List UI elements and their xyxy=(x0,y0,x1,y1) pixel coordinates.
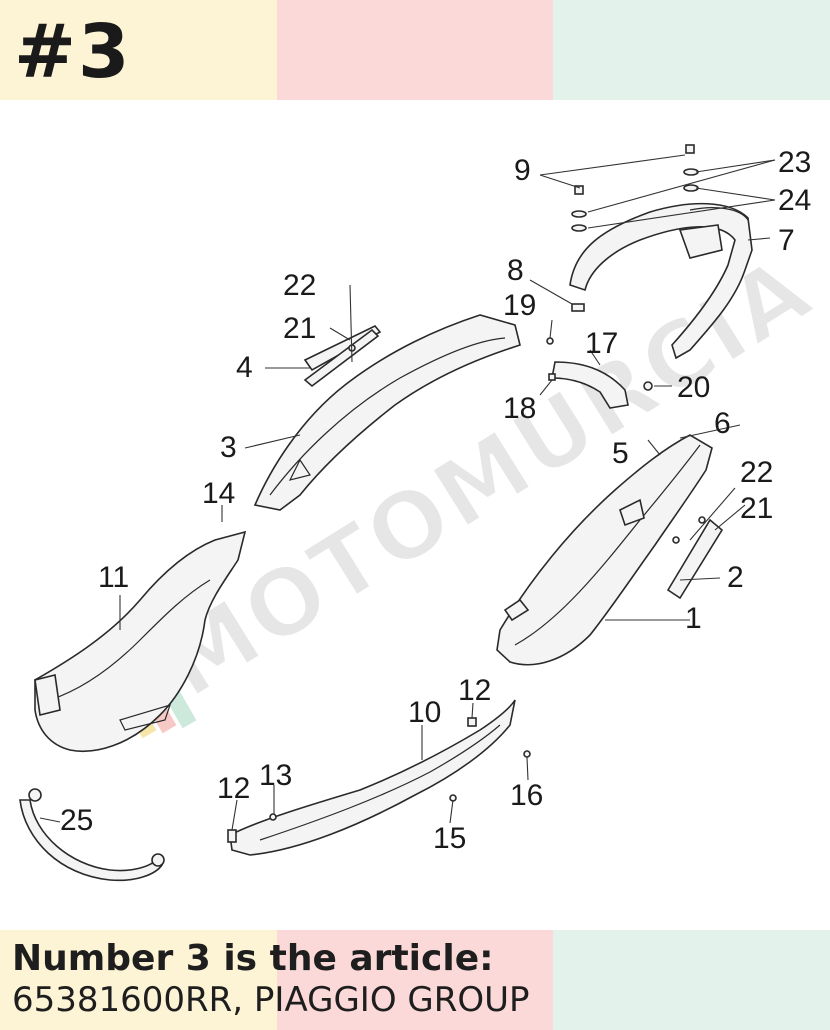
callout-8: 8 xyxy=(507,254,524,287)
callout-22-right: 22 xyxy=(740,456,773,489)
callout-10: 10 xyxy=(408,696,441,729)
callout-17: 17 xyxy=(585,327,618,360)
callout-24: 24 xyxy=(778,184,811,217)
callout-18: 18 xyxy=(503,392,536,425)
callout-7: 7 xyxy=(778,224,795,257)
callout-4: 4 xyxy=(236,351,253,384)
callout-2: 2 xyxy=(727,561,744,594)
callout-1: 1 xyxy=(685,602,702,635)
part-11-front-cover xyxy=(34,530,247,753)
exploded-parts-diagram: MOTOMURCIA xyxy=(19,144,830,882)
footer-band xyxy=(0,930,830,1030)
part-2-trim-strip xyxy=(666,516,724,600)
callout-16: 16 xyxy=(510,779,543,812)
callout-21-right: 21 xyxy=(740,492,773,525)
callout-9: 9 xyxy=(514,154,531,187)
watermark-text: MOTOMURCIA xyxy=(145,235,830,718)
header-band xyxy=(0,0,830,100)
callout-3: 3 xyxy=(220,431,237,464)
part-25-curved-trim xyxy=(19,788,165,882)
part-number-title: #3 xyxy=(14,9,132,95)
callout-15: 15 xyxy=(433,822,466,855)
part-10-floor-panel xyxy=(227,699,531,856)
part-7-grab-rail xyxy=(569,202,753,360)
part-1-rear-panel xyxy=(496,434,713,666)
callout-25: 25 xyxy=(60,804,93,837)
callout-13: 13 xyxy=(259,759,292,792)
callout-labels: 9 23 24 7 8 19 17 20 18 22 21 4 3 14 11 … xyxy=(60,146,811,855)
callout-12-right: 12 xyxy=(458,674,491,707)
callout-6: 6 xyxy=(714,407,731,440)
article-number: 65381600RR, PIAGGIO GROUP xyxy=(12,980,530,1020)
callout-12-left: 12 xyxy=(217,772,250,805)
callout-14: 14 xyxy=(202,477,235,510)
callout-19: 19 xyxy=(503,289,536,322)
article-caption: Number 3 is the article: xyxy=(12,938,494,979)
callout-20: 20 xyxy=(677,371,710,404)
callout-21-left: 21 xyxy=(283,312,316,345)
leader-lines xyxy=(39,154,776,831)
callout-11: 11 xyxy=(98,561,129,594)
callout-23: 23 xyxy=(778,146,811,179)
callout-5: 5 xyxy=(612,437,629,470)
callout-22-left: 22 xyxy=(283,269,316,302)
part-3-side-panel xyxy=(253,314,521,511)
